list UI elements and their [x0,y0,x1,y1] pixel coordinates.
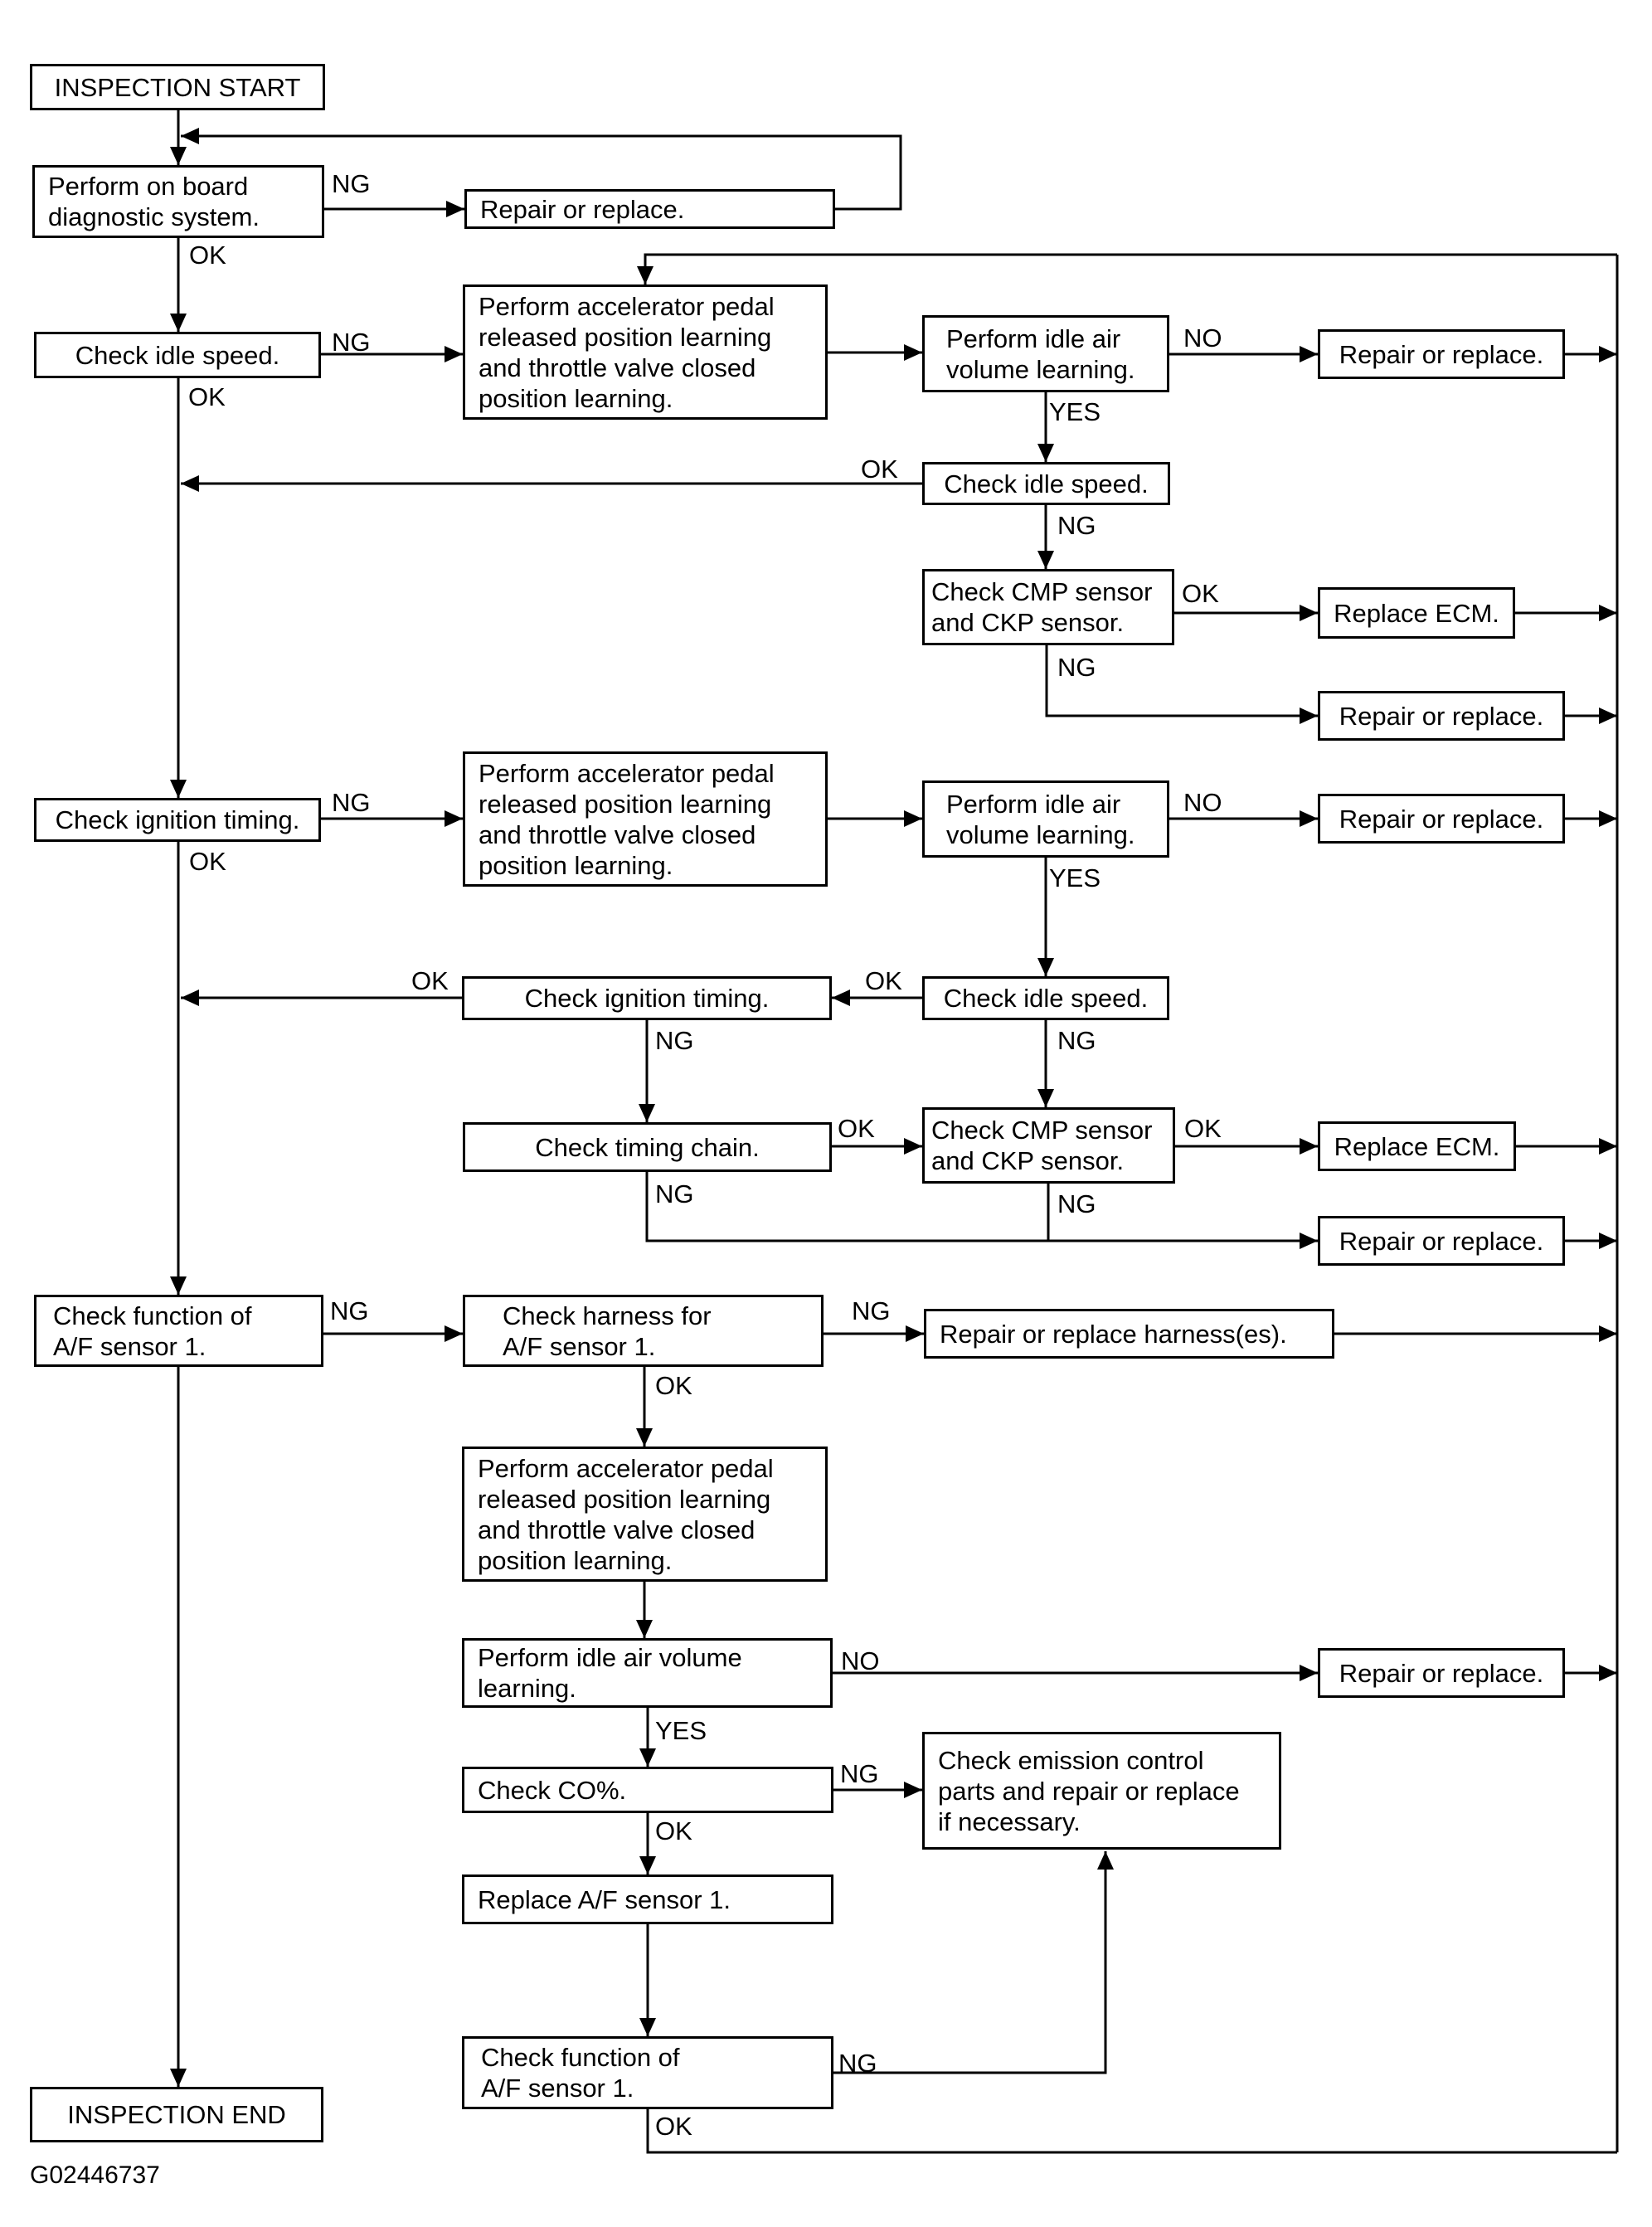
edge-label-ok: OK [865,966,902,995]
edge-label-yes: YES [1049,863,1101,892]
connector-lines [177,109,1619,2154]
node-check-cmp-ckp-2: Check CMP sensor and CKP sensor. [922,1107,1175,1184]
edge-label-ng: NG [330,1296,369,1325]
edge-label-ng: NG [852,1296,891,1325]
edge-label-ok: OK [1184,1114,1222,1143]
node-emission-parts: Check emission control parts and repair … [922,1732,1281,1850]
node-check-idle-speed-3: Check idle speed. [922,976,1169,1020]
node-check-co: Check CO%. [462,1767,833,1813]
edge-label-ok: OK [838,1114,875,1143]
node-check-ignition-2: Check ignition timing. [462,976,832,1020]
edge-label-ng: NG [840,1759,879,1788]
edge-label-ng: NG [1057,1189,1096,1218]
edge-label-no: NO [841,1646,880,1675]
node-repair-or-replace-6: Repair or replace. [1318,1648,1565,1698]
node-repair-or-replace-3: Repair or replace. [1318,691,1565,741]
node-accel-learning-3: Perform accelerator pedal released posit… [462,1447,828,1582]
node-check-cmp-ckp-1: Check CMP sensor and CKP sensor. [922,569,1174,645]
edge-label-ng: NG [655,1179,694,1208]
edge-label-ok: OK [411,966,449,995]
node-repair-harness: Repair or replace harness(es). [924,1309,1334,1359]
node-repair-or-replace-4: Repair or replace. [1318,794,1565,844]
edge-label-ok: OK [861,455,898,484]
node-inspection-end: INSPECTION END [30,2087,323,2142]
node-repair-or-replace-2: Repair or replace. [1318,329,1565,379]
node-check-idle-speed-1: Check idle speed. [34,332,321,378]
node-check-idle-speed-2: Check idle speed. [922,462,1170,505]
node-check-ignition-1: Check ignition timing. [34,798,321,842]
node-replace-ecm-2: Replace ECM. [1318,1121,1516,1171]
node-idle-air-volume-2: Perform idle air volume learning. [922,780,1169,858]
edge-label-ok: OK [189,241,226,270]
edge-label-ok: OK [655,1816,692,1845]
node-check-af-function-1: Check function of A/F sensor 1. [34,1295,323,1367]
node-replace-ecm-1: Replace ECM. [1318,587,1515,639]
node-replace-af: Replace A/F sensor 1. [462,1874,833,1924]
node-inspection-start: INSPECTION START [30,64,325,110]
node-check-af-harness: Check harness for A/F sensor 1. [463,1295,824,1367]
arrowheads [170,128,1617,2087]
edge-label-ng: NG [1057,653,1096,682]
node-perform-obd: Perform on board diagnostic system. [32,165,324,238]
edge-label-no: NO [1183,788,1222,817]
edge-label-ng: NG [1057,511,1096,540]
node-idle-air-volume-1: Perform idle air volume learning. [922,315,1169,392]
edge-label-ng: NG [655,1026,694,1055]
edge-label-yes: YES [1049,397,1101,426]
node-accel-learning-2: Perform accelerator pedal released posit… [463,751,828,887]
edge-label-ok: OK [655,2112,692,2141]
edge-label-ng: NG [1057,1026,1096,1055]
edge-label-ok: OK [655,1371,692,1400]
edge-label-ng: NG [838,2049,877,2078]
edge-label-ok: OK [189,847,226,876]
edge-label-no: NO [1183,323,1222,353]
node-idle-air-volume-3: Perform idle air volume learning. [462,1638,833,1708]
edge-label-ng: NG [332,328,371,357]
edge-label-ng: NG [332,169,371,198]
node-accel-learning-1: Perform accelerator pedal released posit… [463,284,828,420]
edge-label-yes: YES [655,1716,707,1745]
edge-label-ok: OK [188,382,226,411]
figure-id: G02446737 [30,2161,160,2189]
node-repair-or-replace-1: Repair or replace. [464,189,835,229]
node-check-timing-chain: Check timing chain. [463,1122,832,1172]
edge-label-ok: OK [1182,579,1219,608]
node-check-af-function-2: Check function of A/F sensor 1. [462,2036,833,2109]
edge-label-ng: NG [332,788,371,817]
node-repair-or-replace-5: Repair or replace. [1318,1216,1565,1266]
